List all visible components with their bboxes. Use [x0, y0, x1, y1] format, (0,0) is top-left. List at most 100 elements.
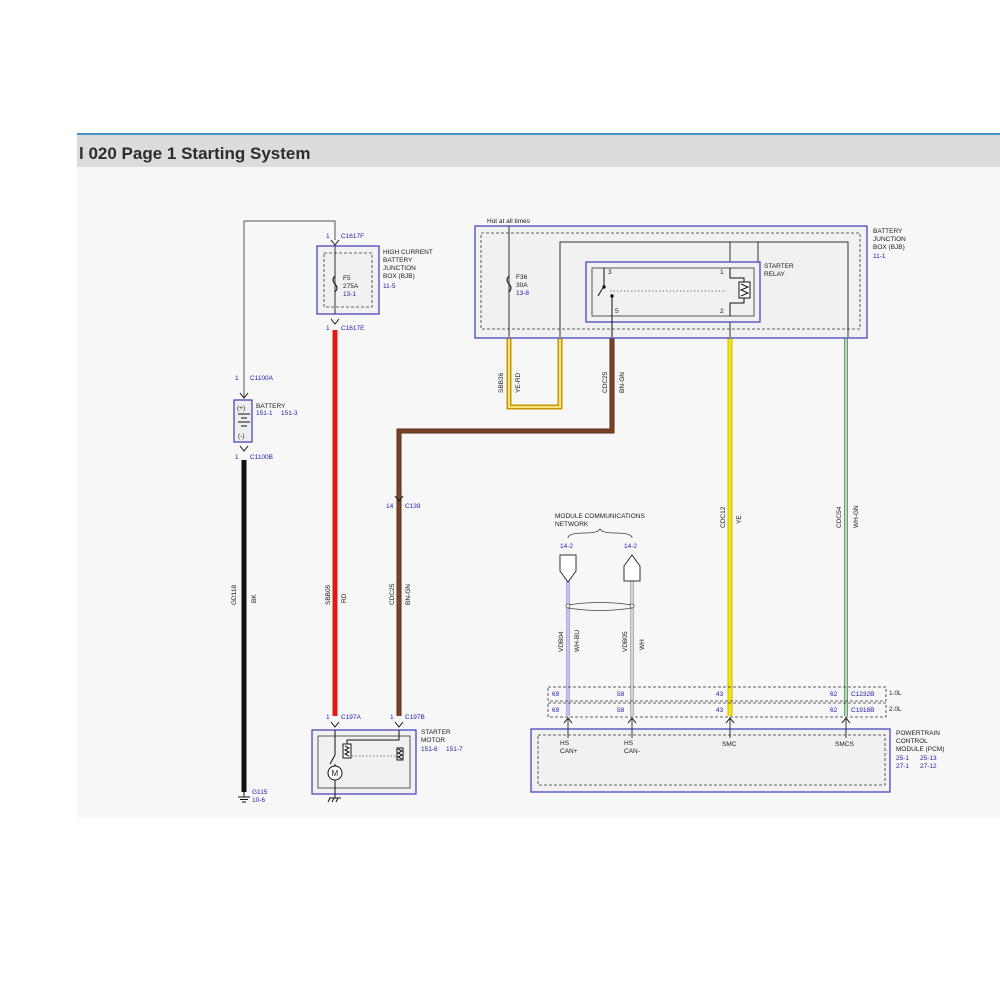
- bjb-label-2: JUNCTION: [873, 236, 906, 243]
- pcm-ref-1: 25-1: [896, 755, 909, 762]
- starter-relay-label-2: RELAY: [764, 271, 785, 278]
- pcm-label-1: POWERTRAIN: [896, 730, 940, 737]
- c1617f-label: C1617F: [341, 233, 364, 240]
- battery-label: BATTERY: [256, 403, 286, 410]
- c1617f-pin: 1: [326, 233, 330, 240]
- hs-can-minus-2: CAN-: [624, 748, 640, 755]
- battery-plus: (+): [237, 405, 245, 412]
- c197a-label: C197A: [341, 714, 362, 721]
- c1617e-pin: 1: [326, 325, 330, 332]
- mcn-ref-right: 14-2: [624, 543, 637, 550]
- twisted-pair-symbol: [565, 602, 635, 611]
- wire-sbb36-circuit: SBB36: [498, 372, 505, 393]
- pcm-ref-4: 27-12: [920, 763, 937, 770]
- hs-can-minus-1: HS: [624, 740, 634, 747]
- wire-cdc54-circuit: CDC54: [836, 506, 843, 528]
- c1918b-pin-69: 69: [552, 707, 560, 714]
- c197b-connector-icon: [394, 721, 404, 728]
- wire-gd118-circuit: GD118: [231, 585, 238, 605]
- starter-motor-label-1: STARTER: [421, 729, 451, 736]
- network-connector-left-icon: [559, 554, 577, 583]
- wire-sbb36: [506, 337, 563, 410]
- bjb-label-1: BATTERY: [873, 228, 903, 235]
- wire-cdc54-color: WH-GN: [853, 505, 860, 528]
- starter-relay-inner: [591, 267, 755, 317]
- network-connector-right-icon: [623, 554, 641, 582]
- g115-ref: 10-6: [252, 797, 265, 804]
- c1617f-connector-icon: [330, 239, 340, 246]
- wire-sbb05-circuit: SBB05: [325, 584, 332, 605]
- c139-label: C139: [405, 503, 421, 510]
- c1918b-pin-62: 62: [830, 707, 838, 714]
- battery-ref-2: 151-3: [281, 410, 298, 417]
- hcbjb-label-1: HIGH CURRENT: [383, 249, 433, 256]
- fuse-f36-symbol: [506, 275, 512, 293]
- bjb-label-3: BOX (BJB): [873, 244, 905, 251]
- c1100a-pin: 1: [235, 375, 239, 382]
- starter-ground-icon: [327, 780, 341, 803]
- c1918b-connector-row: [547, 702, 887, 718]
- c1232b-pin-58: 58: [617, 691, 625, 698]
- starter-motor-inner: [317, 735, 411, 789]
- wire-vdb05-color: WH: [639, 639, 646, 650]
- c197b-pin: 1: [390, 714, 394, 721]
- starter-relay-label-1: STARTER: [764, 263, 794, 270]
- c1100a-connector-icon: [239, 392, 249, 399]
- wire-vdb04-circuit: VDB04: [558, 631, 565, 652]
- engine-2-0l: 2.0L: [889, 706, 902, 713]
- hcbjb-label-4: BOX (BJB): [383, 273, 415, 280]
- c1918b-pin-58: 58: [617, 707, 625, 714]
- c197a-connector-icon: [330, 721, 340, 728]
- hcbjb-label-3: JUNCTION: [383, 265, 416, 272]
- fuse-f36-label: F36: [516, 274, 528, 281]
- relay-pin-3: 3: [608, 269, 612, 276]
- c1100b-label: C1100B: [250, 454, 273, 461]
- wire-sbb05-color: RD: [341, 593, 348, 603]
- mcn-label-1: MODULE COMMUNICATIONS: [555, 513, 645, 520]
- ground-symbol-icon: [238, 792, 250, 803]
- wire-cdc25-core: [397, 337, 614, 716]
- wire-cdc25-lower-circuit: CDC25: [389, 583, 396, 605]
- starter-motor-ref-1: 151-6: [421, 746, 438, 753]
- c139-connector-icon: [394, 495, 404, 502]
- c1100b-pin: 1: [235, 454, 239, 461]
- pcm-inner-dashed: [537, 734, 886, 786]
- mcn-ref-left: 14-2: [560, 543, 573, 550]
- c1918b-pin-43: 43: [716, 707, 724, 714]
- smc-label: SMC: [722, 741, 737, 748]
- fuse-f36-ref: 13-8: [516, 290, 529, 297]
- starter-motor-label-2: MOTOR: [421, 737, 445, 744]
- wire-cdc25-upper-color: BN-GN: [619, 372, 626, 393]
- pcm-label-3: MODULE (PCM): [896, 746, 944, 753]
- hs-can-plus-1: HS: [560, 740, 570, 747]
- fuse-f5-rating: 275A: [343, 283, 359, 290]
- wire-cdc12-color: YE: [736, 515, 743, 524]
- relay-pin-5: 5: [615, 308, 619, 315]
- wire-cdc12-circuit: CDC12: [720, 506, 727, 528]
- relay-switch-icon: [597, 268, 614, 337]
- c139-pin: 14: [386, 503, 394, 510]
- battery-minus: (-): [238, 433, 245, 440]
- hcbjb-label-2: BATTERY: [383, 257, 413, 264]
- wire-cdc25-lower-color: BN-GN: [405, 584, 412, 605]
- fuse-f36-rating: 30A: [516, 282, 528, 289]
- starter-solenoid-icon: [329, 730, 404, 768]
- starter-relay-outer: [585, 261, 761, 323]
- battery-ref-1: 151-1: [256, 410, 273, 417]
- c1232b-connector-row: [547, 686, 887, 702]
- hs-can-plus-2: CAN+: [560, 748, 578, 755]
- fuse-f5-label: F5: [343, 275, 351, 282]
- page-title: l 020 Page 1 Starting System: [79, 144, 311, 163]
- smcs-label: SMCS: [835, 741, 854, 748]
- title-bar: [77, 135, 1000, 167]
- motor-symbol-letter: M: [332, 769, 339, 778]
- c1232b-label: C1232B: [851, 691, 875, 698]
- fuse-f5-symbol: [332, 275, 338, 293]
- c1617e-connector-icon: [330, 318, 340, 325]
- bjb-inner-dashed: [480, 232, 861, 330]
- wire-vdb04-color: WH-BU: [574, 630, 581, 652]
- starter-motor-ref-2: 151-7: [446, 746, 463, 753]
- c1232b-pin-43: 43: [716, 691, 724, 698]
- hot-at-all-times-label: Hot at all times: [487, 218, 531, 225]
